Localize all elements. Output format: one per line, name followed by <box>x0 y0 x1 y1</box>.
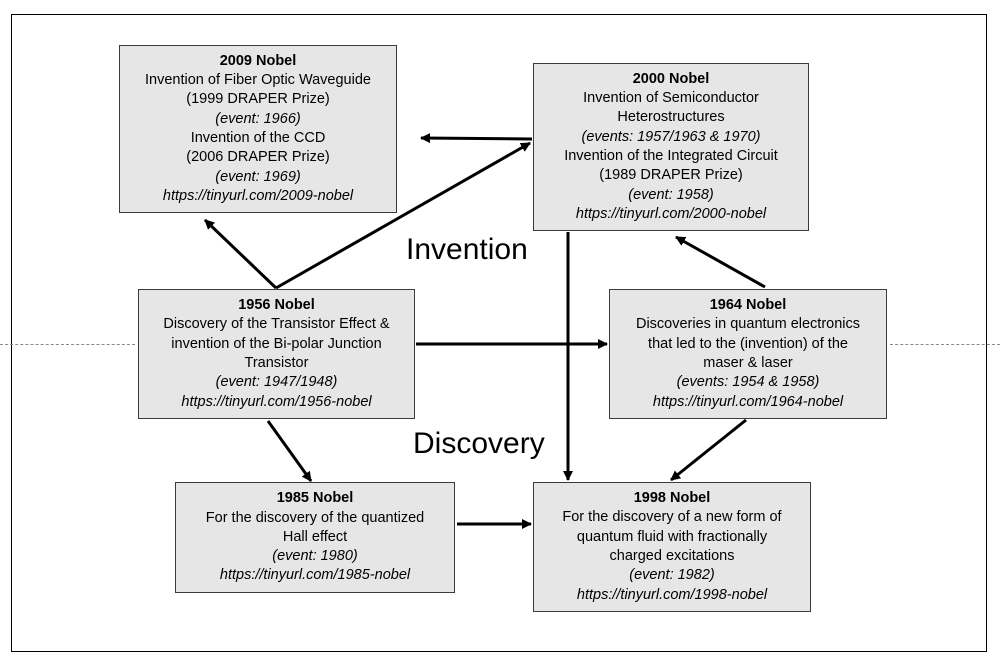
box-title: 2000 Nobel <box>632 70 710 87</box>
divider-line-left <box>0 344 135 345</box>
box-url: https://tinyurl.com/1998-nobel <box>576 586 768 603</box>
box-url: https://tinyurl.com/2000-nobel <box>575 205 767 222</box>
box-event: (event: 1980) <box>272 548 358 565</box>
box-line: Hall effect <box>282 528 348 545</box>
box-1964-nobel: 1964 Nobel Discoveries in quantum electr… <box>609 289 887 419</box>
box-title: 1998 Nobel <box>633 490 711 507</box>
box-event: (event: 1969) <box>215 168 301 185</box>
box-2000-nobel: 2000 Nobel Invention of Semiconductor He… <box>533 63 809 231</box>
arrow-1956-to-1985 <box>266 420 313 482</box>
box-title: 1956 Nobel <box>238 297 315 314</box>
box-line: Discoveries in quantum electronics <box>635 316 861 333</box>
arrow-1964-to-1998 <box>670 418 747 482</box>
box-title: 1985 Nobel <box>276 490 354 507</box>
box-url: https://tinyurl.com/1964-nobel <box>652 393 844 410</box>
discovery-label: Discovery <box>413 427 545 460</box>
divider-line-right <box>890 344 1000 345</box>
box-line: Invention of the CCD <box>190 130 326 146</box>
box-title: 1964 Nobel <box>709 297 787 314</box>
arrow-1964-to-2000 <box>675 235 766 289</box>
box-line: (2006 DRAPER Prize) <box>186 149 330 166</box>
box-line: that led to the (invention) of the <box>648 335 848 352</box>
box-line: Discovery of the Transistor Effect & <box>163 316 390 333</box>
box-url: https://tinyurl.com/1985-nobel <box>219 567 411 584</box>
box-line: For the discovery of the quantized <box>205 509 425 526</box>
arrow-1956-to-2009 <box>203 218 278 290</box>
box-1956-nobel: 1956 Nobel Discovery of the Transistor E… <box>138 289 415 419</box>
box-1985-nobel: 1985 Nobel For the discovery of the quan… <box>175 482 455 593</box>
box-line: Invention of Semiconductor <box>583 90 759 107</box>
box-url: https://tinyurl.com/1956-nobel <box>181 393 372 410</box>
box-line: Invention of the Integrated Circuit <box>564 148 778 164</box>
box-url: https://tinyurl.com/2009-nobel <box>162 187 354 204</box>
arrow-2000-to-2009 <box>420 133 533 144</box>
box-line: quantum fluid with fractionally <box>576 528 768 545</box>
box-line: Invention of Fiber Optic Waveguide <box>145 72 371 89</box>
box-1998-nobel: 1998 Nobel For the discovery of a new fo… <box>533 482 811 612</box>
box-event: (events: 1957/1963 & 1970) <box>581 128 761 145</box>
diagram-frame <box>11 14 987 652</box>
box-event: (event: 1966) <box>215 110 301 127</box>
box-event: (event: 1947/1948) <box>215 374 338 391</box>
box-event: (event: 1982) <box>629 567 715 584</box>
box-title: 2009 Nobel <box>219 52 297 69</box>
box-line: (1989 DRAPER Prize) <box>599 167 743 184</box>
box-line: (1999 DRAPER Prize) <box>186 91 330 108</box>
box-2009-nobel: 2009 Nobel Invention of Fiber Optic Wave… <box>119 45 397 213</box>
box-line: maser & laser <box>703 355 793 371</box>
box-event: (events: 1954 & 1958) <box>676 374 820 391</box>
box-line: charged excitations <box>609 548 735 564</box>
arrow-1956-to-2000 <box>275 141 531 290</box>
box-line: For the discovery of a new form of <box>562 509 782 526</box>
invention-label: Invention <box>406 233 528 266</box>
box-event: (event: 1958) <box>628 186 714 203</box>
box-line: Transistor <box>244 355 309 371</box>
box-line: Heterostructures <box>617 109 725 126</box>
box-line: invention of the Bi-polar Junction <box>171 335 382 352</box>
